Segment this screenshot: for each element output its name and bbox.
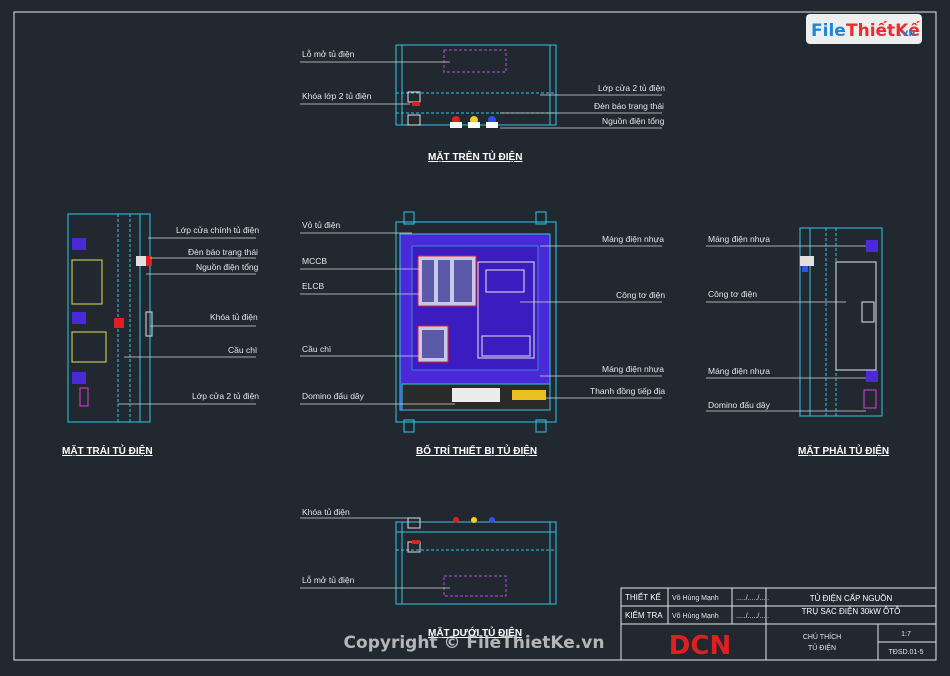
note-line2: TỦ ĐIỆN <box>808 643 836 652</box>
top-view <box>300 44 662 129</box>
top-label-power: Nguồn điện tổng <box>602 116 665 126</box>
bottom-label-hole: Lỗ mở tủ điện <box>302 575 355 585</box>
left-label-indicator: Đèn báo trạng thái <box>188 247 258 257</box>
top-label-hole: Lỗ mở tủ điện <box>302 49 355 59</box>
right-label-terminal: Domino đấu dây <box>708 400 771 410</box>
top-label-door2: Lớp cửa 2 tủ điện <box>598 83 665 93</box>
designer-label: THIẾT KẾ <box>625 592 661 602</box>
right-label-tray2: Máng điện nhựa <box>708 366 770 376</box>
front-label-fuse: Cầu chì <box>302 344 331 354</box>
front-label-enclosure: Vỏ tủ điện <box>302 220 341 230</box>
left-label-lock: Khóa tủ điện <box>210 312 258 322</box>
left-label-main-door: Lớp cửa chính tủ điện <box>176 225 259 235</box>
right-label-meter: Công tơ điện <box>708 289 757 299</box>
left-view-title: MẶT TRÁI TỦ ĐIỆN <box>62 444 153 457</box>
right-view-title: MẶT PHẢI TỦ ĐIỆN <box>798 444 889 457</box>
front-view <box>300 211 662 433</box>
front-label-ground-bar: Thanh đồng tiếp địa <box>590 386 665 396</box>
project-title-line1: TỦ ĐIỆN CẤP NGUỒN <box>810 593 893 603</box>
logo-thietke-text: ThiếtKế <box>846 20 920 41</box>
front-label-tray2: Máng điện nhựa <box>602 364 664 374</box>
front-view-title: BỐ TRÍ THIẾT BỊ TỦ ĐIỆN <box>416 443 537 457</box>
right-view <box>706 227 883 417</box>
designer-name: Võ Hùng Mạnh <box>672 595 719 602</box>
project-title-line2: TRỤ SẠC ĐIỆN 30kW ÔTÔ <box>802 607 901 616</box>
title-block <box>620 587 937 661</box>
front-label-terminal: Domino đấu dây <box>302 391 365 401</box>
checker-name: Võ Hùng Mạnh <box>672 613 719 620</box>
front-label-tray1: Máng điện nhựa <box>602 234 664 244</box>
designer-date: ...../...../..... <box>736 595 769 602</box>
company-logo: DCN <box>669 631 731 661</box>
top-label-lock: Khóa lớp 2 tủ điện <box>302 91 372 101</box>
right-label-tray1: Máng điện nhựa <box>708 234 770 244</box>
front-label-elcb: ELCB <box>302 281 325 291</box>
logo-vn-text: .vn <box>898 28 915 39</box>
front-label-mccb: MCCB <box>302 256 327 266</box>
left-label-door2: Lớp cửa 2 tủ điện <box>192 391 259 401</box>
left-view <box>67 213 256 423</box>
top-label-indicator: Đèn báo trạng thái <box>594 101 664 111</box>
checker-date: ...../...../..... <box>736 613 769 620</box>
top-view-title: MẶT TRÊN TỦ ĐIỆN <box>428 150 522 163</box>
bottom-label-lock: Khóa tủ điện <box>302 507 350 517</box>
left-label-power: Nguồn điện tổng <box>196 262 259 272</box>
bottom-view-title: MẶT DƯỚI TỦ ĐIỆN <box>428 626 522 639</box>
drawing-scale: 1:7 <box>901 631 911 638</box>
front-label-meter: Công tơ điện <box>616 290 665 300</box>
site-logo: File ThiếtKế .vn <box>806 14 922 44</box>
checker-label: KIỂM TRA <box>625 611 663 620</box>
drawing-border <box>13 11 937 661</box>
copyright-watermark: Copyright © FileThietKe.vn <box>344 633 605 653</box>
note-line1: CHÚ THÍCH <box>803 632 841 641</box>
bottom-view <box>300 517 557 605</box>
logo-file-text: File <box>811 21 846 41</box>
drawing-number: TĐSD.01-5 <box>888 649 923 656</box>
left-label-fuse: Cầu chì <box>228 345 257 355</box>
